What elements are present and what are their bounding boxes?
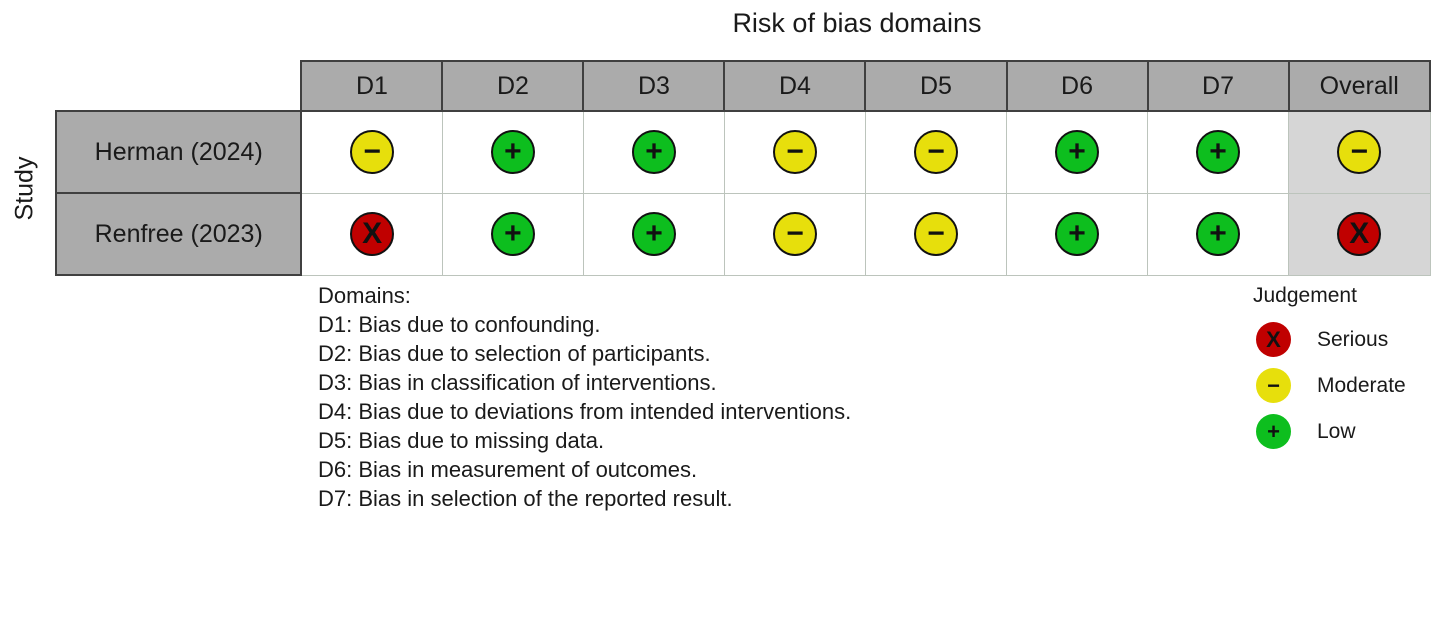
table-row: Herman (2024) − + + − − + + − — [54, 110, 1431, 194]
figure-title: Risk of bias domains — [732, 8, 982, 38]
judgement-cell-d6: + — [1005, 110, 1149, 194]
domains-legend-heading: Domains: — [318, 283, 411, 308]
domains-legend: Domains: D1: Bias due to confounding. D2:… — [318, 281, 851, 513]
domain-description: D7: Bias in selection of the reported re… — [318, 486, 733, 511]
judgement-legend: Judgement X Serious − Moderate + Low — [1253, 284, 1406, 460]
judgement-cell-overall: − — [1288, 110, 1431, 194]
judgement-legend-label: Low — [1317, 419, 1356, 443]
judgement-cell-d4: − — [723, 192, 866, 276]
judgement-cell-d3: + — [582, 110, 725, 194]
table-row: Renfree (2023) X + + − − + + X — [54, 192, 1431, 276]
corner-cell — [56, 61, 301, 111]
moderate-judgement-icon: − — [1337, 130, 1382, 175]
low-judgement-icon: + — [631, 212, 676, 256]
column-header-overall: Overall — [1287, 60, 1431, 112]
column-header-d3: D3 — [582, 60, 726, 112]
moderate-judgement-icon: − — [350, 130, 395, 175]
judgement-cell-overall: X — [1288, 192, 1431, 276]
judgement-legend-item-low: + Low — [1256, 414, 1406, 449]
study-axis: Study — [1, 108, 49, 268]
judgement-cell-d1: X — [300, 192, 443, 276]
study-axis-label: Study — [10, 156, 39, 220]
domain-description: D2: Bias due to selection of participant… — [318, 341, 711, 366]
study-label: Renfree (2023) — [54, 192, 303, 276]
low-legend-icon: + — [1256, 414, 1291, 449]
low-judgement-icon: + — [631, 130, 676, 175]
column-header-d5: D5 — [864, 60, 1008, 112]
judgement-cell-d7: + — [1147, 110, 1290, 194]
judgement-cell-d1: − — [300, 110, 443, 194]
low-judgement-icon: + — [1196, 130, 1241, 175]
low-judgement-icon: + — [490, 212, 535, 256]
domain-description: D4: Bias due to deviations from intended… — [318, 399, 852, 424]
low-judgement-icon: + — [1055, 130, 1099, 175]
judgement-legend-label: Moderate — [1317, 373, 1406, 397]
judgement-legend-items: X Serious − Moderate + Low — [1253, 322, 1406, 449]
domain-description: D1: Bias due to confounding. — [318, 312, 601, 337]
serious-legend-icon: X — [1256, 322, 1291, 357]
judgement-cell-d4: − — [723, 110, 866, 194]
domain-description: D3: Bias in classification of interventi… — [318, 370, 717, 395]
judgement-legend-label: Serious — [1317, 327, 1389, 351]
moderate-judgement-icon: − — [913, 212, 958, 256]
judgement-legend-item-serious: X Serious — [1256, 322, 1406, 357]
moderate-judgement-icon: − — [913, 130, 958, 175]
column-header-d2: D2 — [441, 60, 585, 112]
low-judgement-icon: + — [1196, 212, 1241, 256]
judgement-cell-d6: + — [1005, 192, 1149, 276]
column-header-d6: D6 — [1005, 60, 1149, 112]
low-judgement-icon: + — [490, 130, 535, 175]
moderate-legend-icon: − — [1256, 368, 1291, 403]
domain-description: D5: Bias due to missing data. — [318, 428, 605, 453]
domains-legend-items: D1: Bias due to confounding. D2: Bias due… — [318, 310, 851, 513]
table-body: Herman (2024) − + + − − + + − Renfree (2023) X + + − −… — [54, 110, 1431, 276]
judgement-legend-heading: Judgement — [1253, 284, 1357, 307]
moderate-judgement-icon: − — [772, 130, 817, 175]
column-header-d1: D1 — [300, 60, 444, 112]
moderate-judgement-icon: − — [772, 212, 817, 256]
domain-description: D6: Bias in measurement of outcomes. — [318, 457, 698, 482]
judgement-cell-d5: − — [864, 110, 1008, 194]
serious-judgement-icon: X — [1337, 212, 1382, 256]
judgement-cell-d2: + — [441, 192, 584, 276]
column-header-d4: D4 — [723, 60, 867, 112]
low-judgement-icon: + — [1055, 212, 1099, 256]
judgement-cell-d3: + — [582, 192, 725, 276]
study-label: Herman (2024) — [54, 110, 303, 194]
judgement-legend-item-moderate: − Moderate — [1256, 368, 1406, 403]
serious-judgement-icon: X — [350, 212, 395, 256]
judgement-cell-d5: − — [864, 192, 1008, 276]
judgement-cell-d7: + — [1147, 192, 1290, 276]
judgement-cell-d2: + — [441, 110, 584, 194]
column-header-d7: D7 — [1146, 60, 1290, 112]
